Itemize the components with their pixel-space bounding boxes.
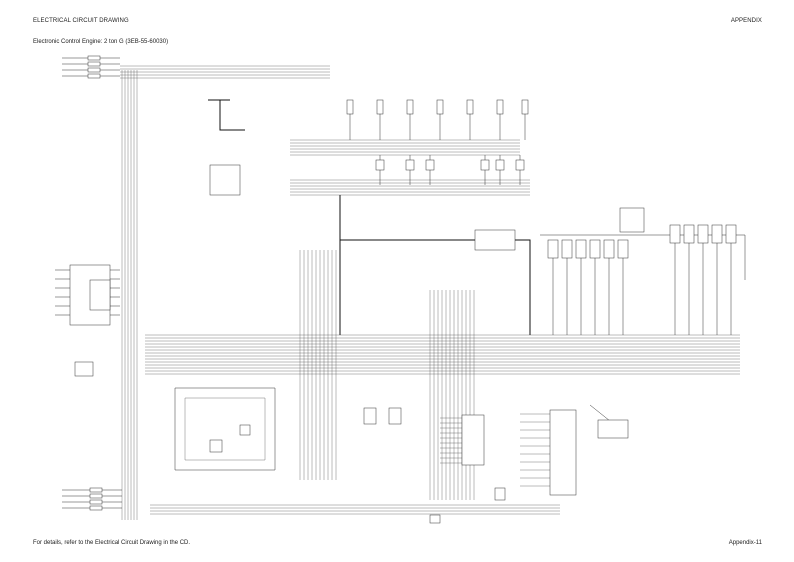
sensor bbox=[425, 159, 435, 171]
fuse-block bbox=[619, 207, 645, 233]
sensor bbox=[496, 99, 504, 115]
relay-module bbox=[711, 224, 723, 244]
sensor bbox=[405, 159, 415, 171]
relay-module bbox=[725, 224, 737, 244]
sensor bbox=[495, 159, 505, 171]
connector-block bbox=[87, 61, 101, 67]
loop-wire bbox=[184, 397, 266, 461]
power-line bbox=[339, 195, 531, 335]
relay-module bbox=[547, 239, 559, 259]
connector-block bbox=[87, 73, 101, 79]
connector-block bbox=[89, 499, 103, 505]
control-unit bbox=[474, 229, 516, 251]
relay-module bbox=[697, 224, 709, 244]
sensor bbox=[466, 99, 474, 115]
sensor bbox=[480, 159, 490, 171]
connector-block bbox=[89, 505, 103, 511]
footer-note: For details, refer to the Electrical Cir… bbox=[33, 540, 191, 546]
switch bbox=[74, 361, 94, 377]
document-header-section: APPENDIX bbox=[730, 18, 762, 24]
control-unit bbox=[209, 164, 241, 196]
relay-module bbox=[669, 224, 681, 244]
relay-module bbox=[575, 239, 587, 259]
relay-module bbox=[617, 239, 629, 259]
relay-module bbox=[589, 239, 601, 259]
sensor bbox=[436, 99, 444, 115]
sensor bbox=[521, 99, 529, 115]
ecu-connector bbox=[549, 409, 577, 496]
relay-module bbox=[603, 239, 615, 259]
page-number: Appendix-11 bbox=[728, 540, 762, 546]
relay bbox=[89, 279, 111, 311]
sensor bbox=[515, 159, 525, 171]
sensor bbox=[209, 439, 223, 453]
loop-wire bbox=[174, 387, 276, 471]
connector-block bbox=[87, 67, 101, 73]
sensor bbox=[376, 99, 384, 115]
diagram-subtitle: Electronic Control Engine: 2 ton G (3EB-… bbox=[33, 39, 169, 45]
sensor-connector bbox=[363, 407, 377, 425]
sensor bbox=[406, 99, 414, 115]
sensor bbox=[375, 159, 385, 171]
relay-module bbox=[683, 224, 695, 244]
component-blocks bbox=[69, 55, 737, 524]
sensor bbox=[239, 424, 251, 436]
ecu-connector bbox=[461, 414, 485, 466]
connector-block bbox=[89, 487, 103, 493]
sensor bbox=[346, 99, 354, 115]
ground-terminal bbox=[429, 514, 441, 524]
connector-block bbox=[89, 493, 103, 499]
sensor-connector bbox=[388, 407, 402, 425]
relay-module bbox=[561, 239, 573, 259]
ground-terminal bbox=[494, 487, 506, 501]
frame-wire bbox=[540, 234, 746, 280]
terminal-block bbox=[597, 419, 629, 439]
power-line bbox=[208, 99, 245, 131]
wiring-lines bbox=[55, 57, 746, 520]
connector-block bbox=[87, 55, 101, 61]
document-header-title: ELECTRICAL CIRCUIT DRAWING bbox=[33, 18, 129, 24]
